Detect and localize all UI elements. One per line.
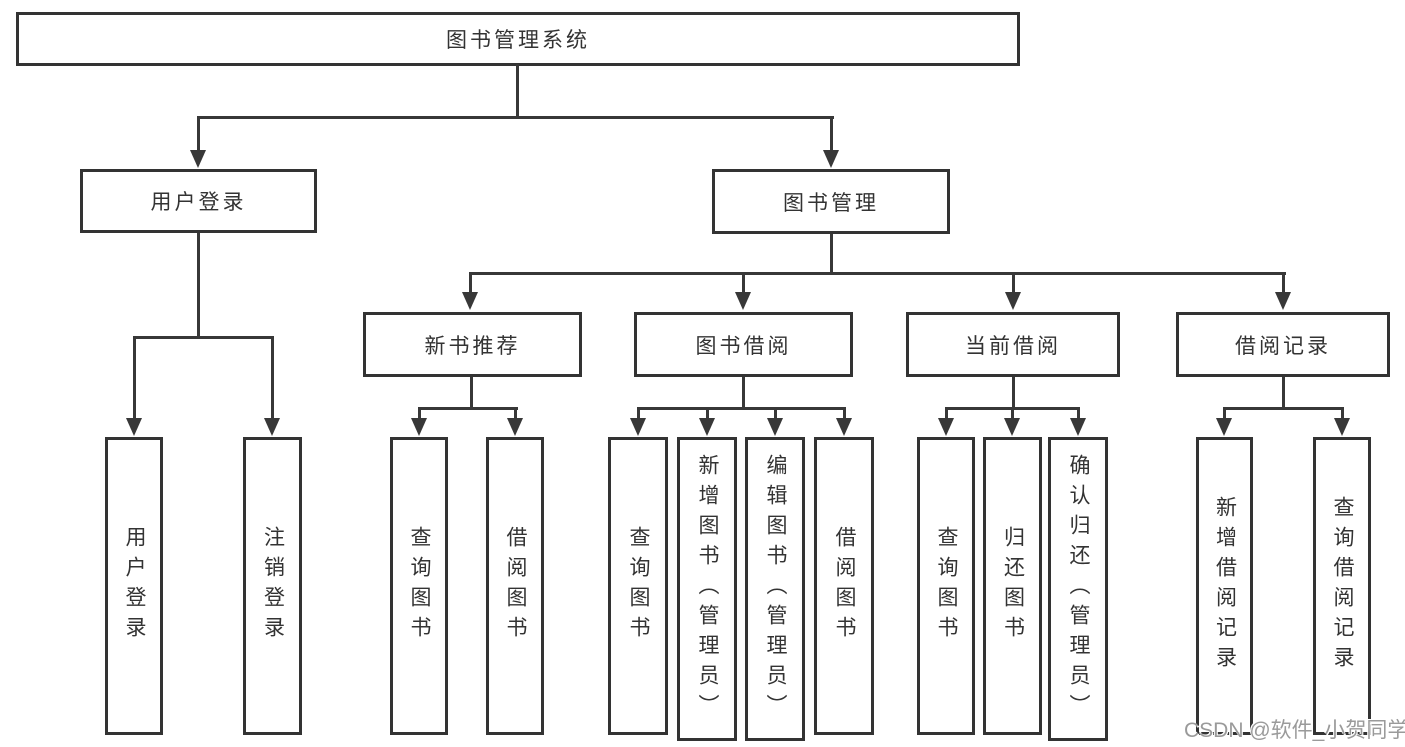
arrow-down-icon: [411, 418, 427, 436]
leaf-query-books-1: 查询图书: [390, 437, 448, 735]
connector-line: [1223, 407, 1226, 420]
connector-line: [197, 116, 200, 154]
node-book-borrowing: 图书借阅: [634, 312, 853, 377]
node-library-system: 图书管理系统: [16, 12, 1020, 66]
connector-line: [469, 272, 1286, 275]
connector-line: [470, 377, 473, 410]
connector-line: [830, 116, 833, 154]
arrow-down-icon: [1070, 418, 1086, 436]
leaf-query-borrow-record: 查询借阅记录: [1313, 437, 1371, 735]
node-new-book-recommend: 新书推荐: [363, 312, 582, 377]
connector-line: [742, 377, 745, 410]
connector-line: [197, 116, 834, 119]
arrow-down-icon: [126, 418, 142, 436]
arrow-down-icon: [462, 292, 478, 310]
leaf-add-books-admin: 新增图书（管理员）: [677, 437, 737, 741]
connector-line: [1282, 377, 1285, 410]
connector-line: [706, 407, 709, 420]
leaf-user-login: 用户登录: [105, 437, 163, 735]
connector-line: [1011, 407, 1014, 420]
connector-line: [133, 336, 274, 339]
connector-line: [516, 64, 519, 119]
connector-line: [1077, 407, 1080, 420]
connector-line: [469, 272, 472, 294]
leaf-edit-books-admin: 编辑图书（管理员）: [745, 437, 805, 741]
leaf-borrow-books-1: 借阅图书: [486, 437, 544, 735]
leaf-borrow-books-2: 借阅图书: [814, 437, 874, 735]
node-borrowing-records: 借阅记录: [1176, 312, 1390, 377]
leaf-query-books-3: 查询图书: [917, 437, 975, 735]
connector-line: [742, 272, 745, 294]
leaf-logout: 注销登录: [243, 437, 302, 735]
arrow-down-icon: [1334, 418, 1350, 436]
connector-line: [418, 407, 518, 410]
arrow-down-icon: [938, 418, 954, 436]
connector-line: [418, 407, 421, 420]
connector-line: [843, 407, 846, 420]
node-user-login: 用户登录: [80, 169, 317, 233]
connector-line: [1341, 407, 1344, 420]
arrow-down-icon: [264, 418, 280, 436]
connector-line: [1282, 272, 1285, 294]
connector-line: [514, 407, 517, 420]
arrow-down-icon: [1005, 292, 1021, 310]
arrow-down-icon: [836, 418, 852, 436]
leaf-return-books: 归还图书: [983, 437, 1042, 735]
connector-line: [1012, 377, 1015, 410]
connector-line: [1223, 407, 1344, 410]
connector-line: [197, 233, 200, 339]
connector-line: [1012, 272, 1015, 294]
arrow-down-icon: [767, 418, 783, 436]
leaf-add-borrow-record: 新增借阅记录: [1196, 437, 1253, 735]
node-current-borrowing: 当前借阅: [906, 312, 1120, 377]
connector-line: [945, 407, 948, 420]
connector-line: [830, 234, 833, 275]
arrow-down-icon: [190, 150, 206, 168]
leaf-confirm-return-admin: 确认归还（管理员）: [1048, 437, 1108, 741]
node-book-management: 图书管理: [712, 169, 950, 234]
arrow-down-icon: [735, 292, 751, 310]
arrow-down-icon: [699, 418, 715, 436]
arrow-down-icon: [507, 418, 523, 436]
connector-line: [637, 407, 846, 410]
connector-line: [271, 336, 274, 420]
arrow-down-icon: [630, 418, 646, 436]
arrow-down-icon: [1216, 418, 1232, 436]
connector-line: [133, 336, 136, 420]
connector-line: [637, 407, 640, 420]
leaf-query-books-2: 查询图书: [608, 437, 668, 735]
connector-line: [774, 407, 777, 420]
arrow-down-icon: [823, 150, 839, 168]
csdn-watermark: CSDN @软件_小贺同学: [1184, 719, 1405, 742]
arrow-down-icon: [1004, 418, 1020, 436]
arrow-down-icon: [1275, 292, 1291, 310]
